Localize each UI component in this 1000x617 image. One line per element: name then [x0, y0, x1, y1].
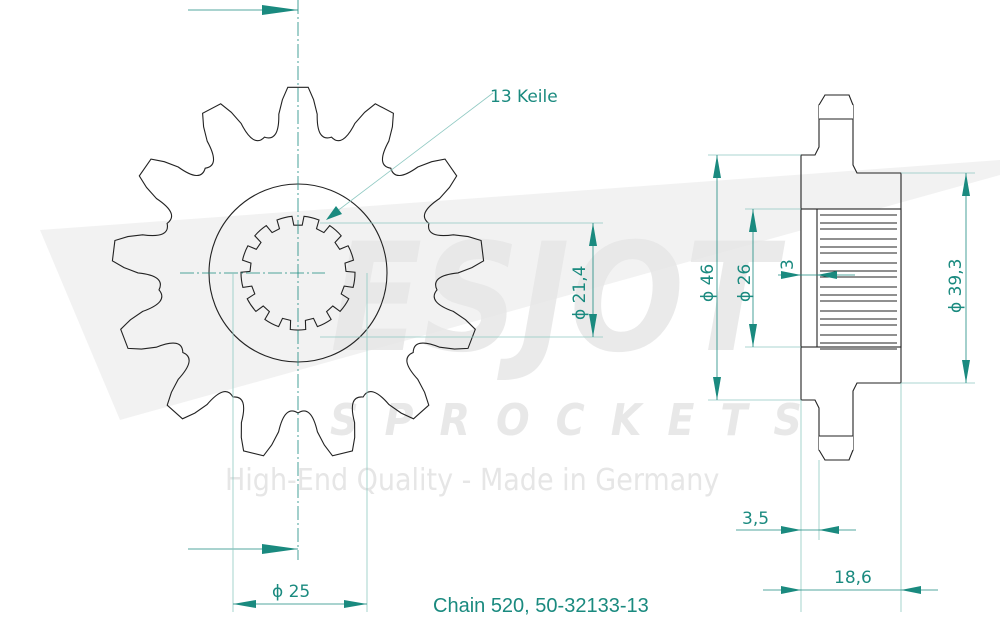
dim-recess-depth: 3 [778, 259, 798, 270]
callout-13-keile: 13 Keile [490, 87, 558, 107]
side-section-view [800, 94, 902, 461]
dim-total-width: 18,6 [834, 568, 872, 588]
watermark-tagline: High-End Quality - Made in Germany [225, 463, 719, 498]
dim-tooth-width: 3,5 [742, 509, 769, 529]
spline-groove [820, 286, 897, 302]
esjot-watermark-logo: ESJOT SPROCKETS High-End Quality - Made … [40, 160, 1000, 498]
sprocket-outline [111, 86, 485, 457]
arrow-icon [262, 5, 298, 15]
spline-groove [820, 334, 897, 350]
dim-bore-diameter: ϕ 21,4 [570, 266, 590, 320]
dim-recess: ϕ 26 [735, 264, 755, 302]
dim-outer-hub: ϕ 46 [698, 264, 718, 302]
spline-groove [820, 238, 897, 254]
spline-groove [820, 214, 897, 230]
spline-bore [240, 215, 356, 331]
part-caption: Chain 520, 50-32133-13 [433, 595, 649, 617]
spline-groove [820, 310, 897, 326]
watermark-brand: ESJOT [330, 212, 785, 386]
watermark-sub: SPROCKETS [330, 395, 828, 446]
callout-arrow-icon [326, 206, 342, 220]
dim-spline-width: ϕ 25 [272, 582, 310, 602]
arrow-icon [262, 544, 298, 554]
dim-hub-diameter: ϕ 39,3 [946, 259, 966, 313]
